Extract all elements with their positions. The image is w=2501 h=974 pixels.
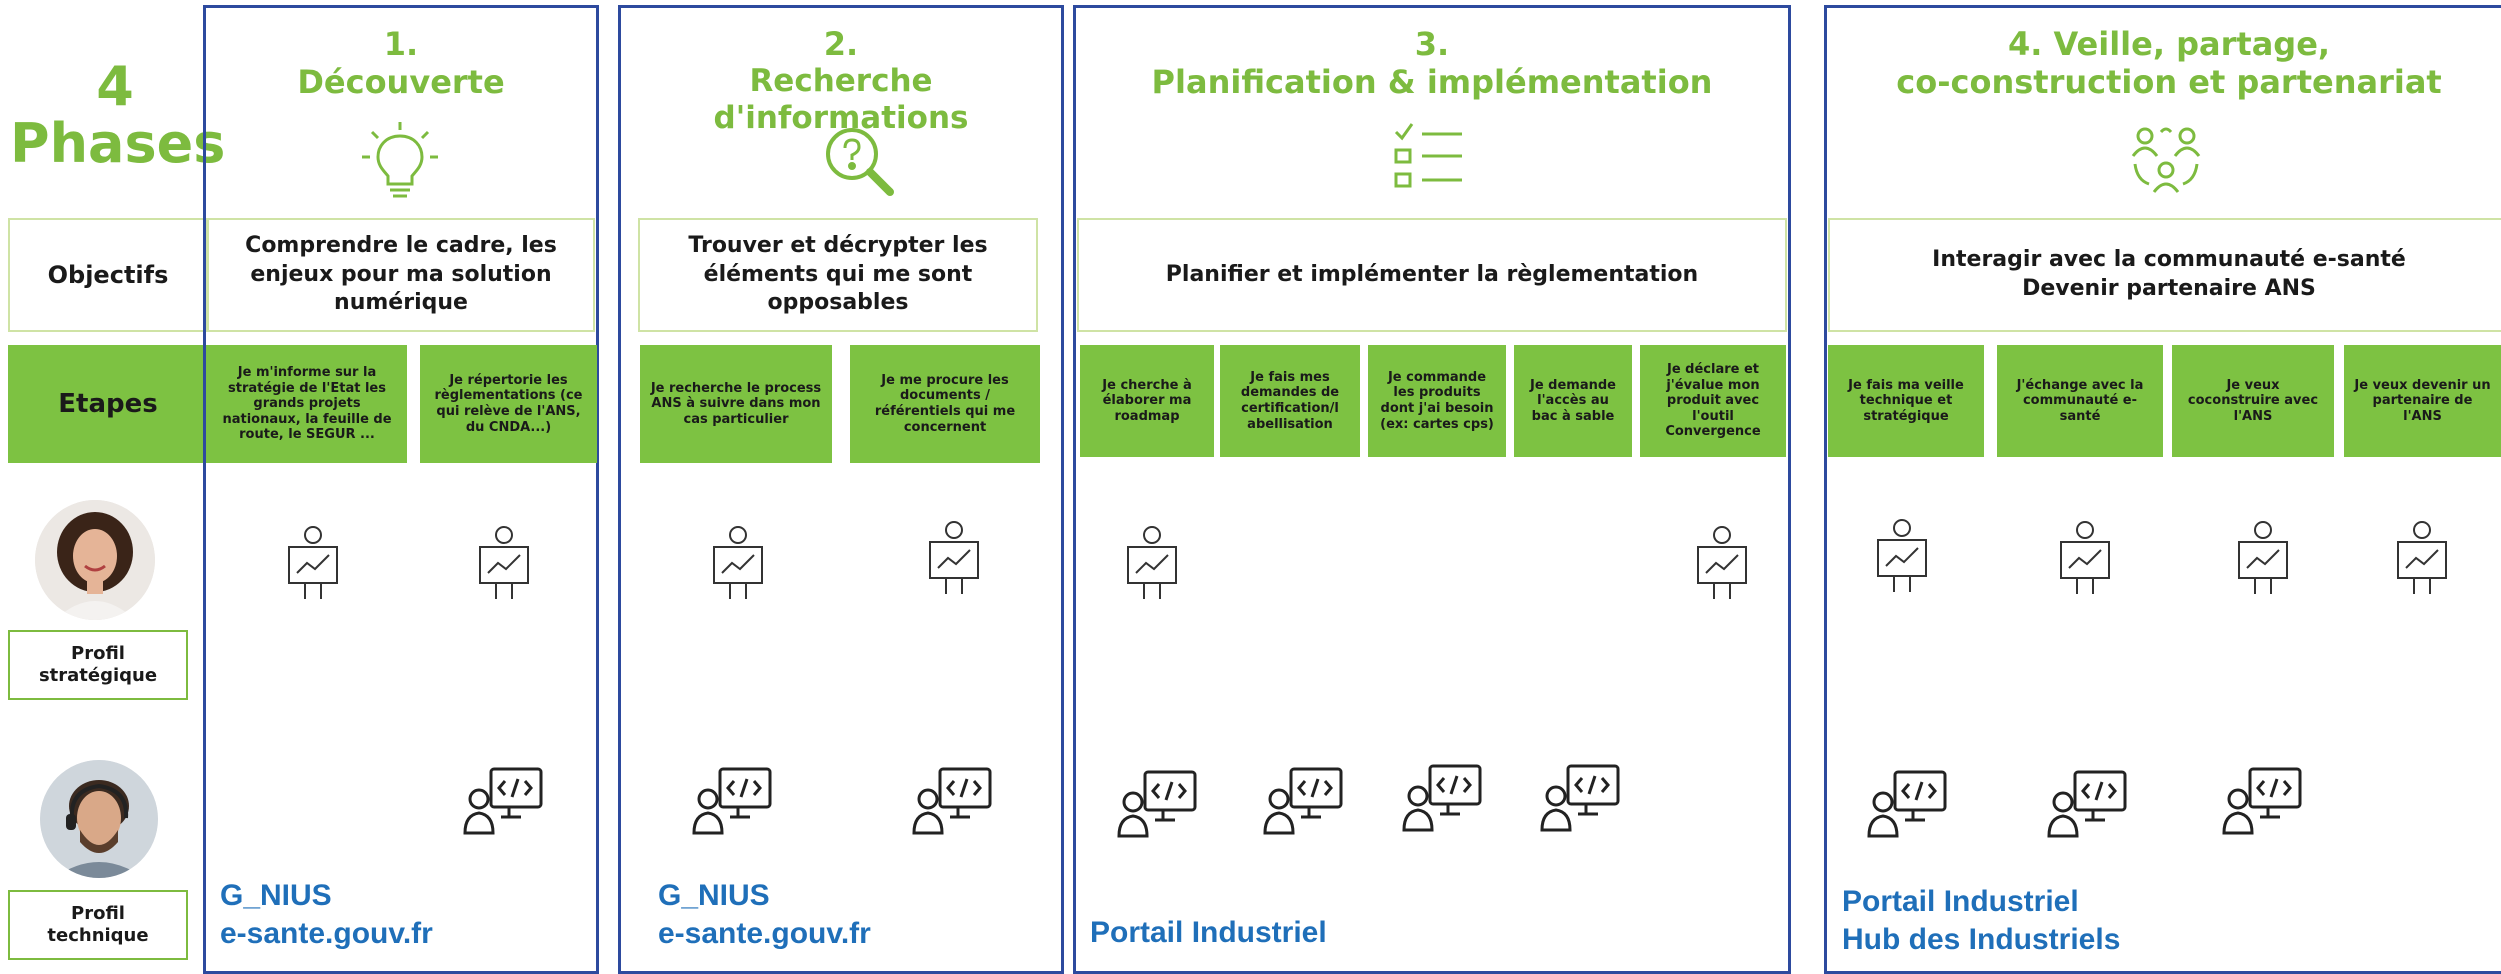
phase-3-step-1: Je cherche à élaborer ma roadmap <box>1080 345 1214 457</box>
phase-3-footer-link-1[interactable]: Portail Industriel <box>1090 916 1327 949</box>
presenter-chart-icon <box>708 525 768 605</box>
phase-3-objective: Planifier et implémenter la règlementati… <box>1077 218 1787 332</box>
strategic-profile-label: Profil stratégique <box>8 630 188 700</box>
developer-code-icon <box>1263 765 1345 839</box>
developer-code-icon <box>2047 768 2129 842</box>
developer-code-icon <box>692 765 774 839</box>
phase-1-footer-link-2[interactable]: e-sante.gouv.fr <box>220 916 433 950</box>
phase-4-objective-line1: Interagir avec la communauté e-santé <box>1932 247 2406 273</box>
people-exchange-icon <box>2125 120 2207 204</box>
presenter-chart-icon <box>1872 518 1932 598</box>
phase-2-title: Recherche d'informations <box>713 63 969 137</box>
presenter-chart-icon <box>1122 525 1182 605</box>
phase-1-step-2: Je répertorie les règlementations (ce qu… <box>420 345 597 463</box>
phase-4-footer-link-1[interactable]: Portail Industriel <box>1842 885 2079 918</box>
technical-profile-label: Profil technique <box>8 890 188 960</box>
phase-1-step-1: Je m'informe sur la stratégie de l'Etat … <box>207 345 407 463</box>
presenter-chart-icon <box>2233 520 2293 600</box>
checklist-icon <box>1390 118 1470 202</box>
presenter-chart-icon <box>2055 520 2115 600</box>
phase-4-number: 4. Veille, partage, <box>2007 25 2331 63</box>
developer-code-icon <box>912 765 994 839</box>
phase-3-footer: Portail Industriel <box>1090 914 1327 952</box>
strategic-profile-line1: Profil <box>71 642 125 664</box>
presenter-chart-icon <box>2392 520 2452 600</box>
phases-title: Phases <box>10 112 226 175</box>
phase-3-step-5: Je déclare et j'évalue mon produit avec … <box>1640 345 1786 457</box>
phase-2-number: 2. <box>823 25 859 63</box>
phase-2-step-2: Je me procure les documents / référentie… <box>850 345 1040 463</box>
phases-count: 4 <box>96 55 134 118</box>
etapes-label: Etapes <box>8 345 208 463</box>
phase-4-step-2: J'échange avec la communauté e-santé <box>1997 345 2163 457</box>
presenter-chart-icon <box>924 520 984 600</box>
phase-4-step-4: Je veux devenir un partenaire de l'ANS <box>2344 345 2501 457</box>
presenter-chart-icon <box>474 525 534 605</box>
developer-code-icon <box>1867 768 1949 842</box>
phase-2-footer-link-2[interactable]: e-sante.gouv.fr <box>658 916 871 950</box>
phase-1-title: Découverte <box>297 63 505 101</box>
phase-4-objective-line2: Devenir partenaire ANS <box>2022 276 2316 301</box>
phase-4-footer: Portail Industriel Hub des Industriels <box>1842 883 2120 958</box>
lightbulb-icon <box>360 120 440 206</box>
developer-code-icon <box>463 765 545 839</box>
presenter-chart-icon <box>283 525 343 605</box>
developer-code-icon <box>2222 765 2304 839</box>
developer-code-icon <box>1117 768 1199 842</box>
phase-3-step-2: Je fais mes demandes de certification/l … <box>1220 345 1360 457</box>
phase-3-step-4: Je demande l'accès au bac à sable <box>1514 345 1632 457</box>
magnifier-question-icon <box>818 120 898 204</box>
phase-1-number: 1. <box>383 25 419 63</box>
phase-1-footer-link-1[interactable]: G_NIUS <box>220 879 332 912</box>
phase-4-objective: Interagir avec la communauté e-santé Dev… <box>1828 218 2501 332</box>
developer-code-icon <box>1402 762 1484 836</box>
developer-code-icon <box>1540 762 1622 836</box>
phase-1-footer: G_NIUS e-sante.gouv.fr <box>220 877 433 952</box>
strategic-profile-avatar <box>35 500 155 620</box>
phase-2-objective: Trouver et décrypter les éléments qui me… <box>638 218 1038 332</box>
phase-3-title: Planification & implémentation <box>1151 63 1713 101</box>
phase-4-step-3: Je veux coconstruire avec l'ANS <box>2172 345 2334 457</box>
technical-profile-avatar <box>40 760 158 878</box>
phase-3-step-3: Je commande les produits dont j'ai besoi… <box>1368 345 1506 457</box>
technical-profile-line1: Profil <box>71 902 125 924</box>
phase-4-title: co-construction et partenariat <box>1896 63 2442 101</box>
phase-3-number: 3. <box>1414 25 1450 63</box>
strategic-profile-line2: stratégique <box>38 665 158 686</box>
phase-2-footer: G_NIUS e-sante.gouv.fr <box>658 877 871 952</box>
phase-4-step-1: Je fais ma veille technique et stratégiq… <box>1828 345 1984 457</box>
phase-2-step-1: Je recherche le process ANS à suivre dan… <box>640 345 832 463</box>
objectifs-label: Objectifs <box>8 218 208 332</box>
technical-profile-line2: technique <box>47 925 149 946</box>
presenter-chart-icon <box>1692 525 1752 605</box>
phase-4-footer-link-2[interactable]: Hub des Industriels <box>1842 922 2121 956</box>
phase-2-footer-link-1[interactable]: G_NIUS <box>658 879 770 912</box>
phase-1-objective: Comprendre le cadre, les enjeux pour ma … <box>207 218 595 332</box>
